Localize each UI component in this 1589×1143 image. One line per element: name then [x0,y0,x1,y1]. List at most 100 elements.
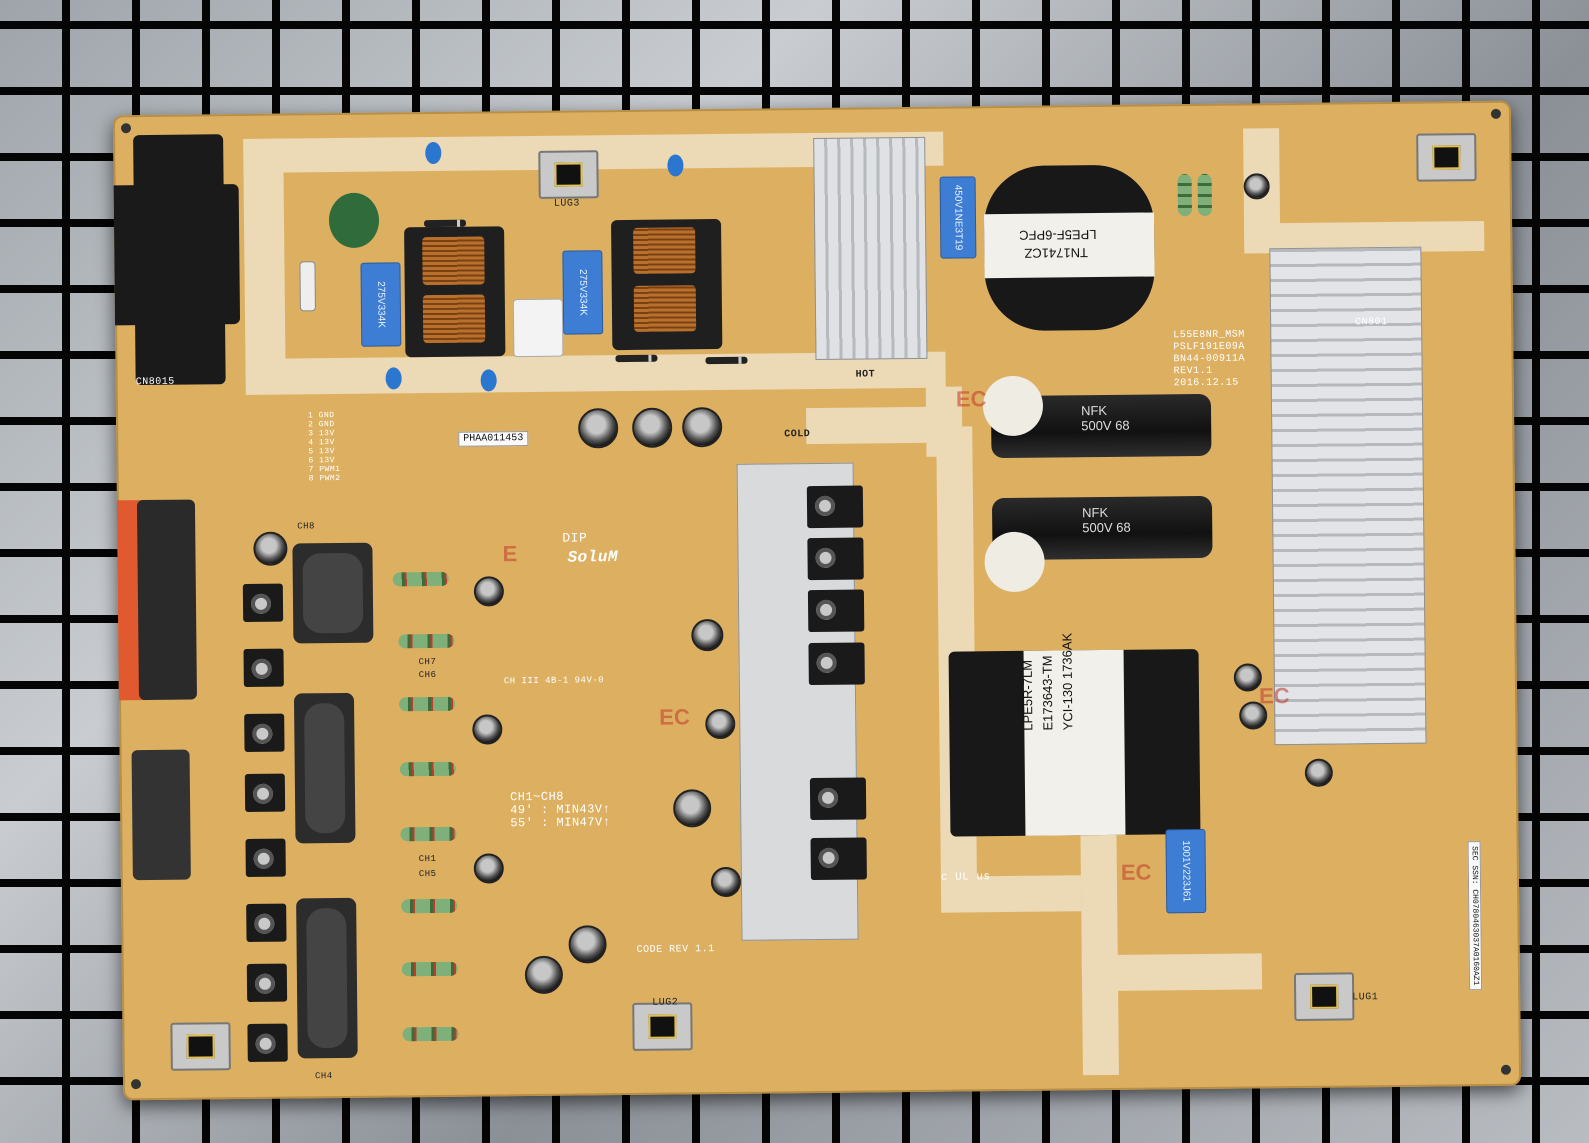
code-rev: CODE REV 1.1 [636,944,715,956]
pin-row: 7 PWM1 [308,464,341,475]
driver-mosfet [244,773,286,812]
channel-label: CH4 [314,1071,333,1082]
power-resistor [401,961,458,977]
channel-label: CH6 [418,669,437,681]
y-capacitor [425,141,442,165]
x-capacitor: 275V334K [360,262,402,347]
mounting-hole [130,1079,142,1090]
y-capacitor [480,369,497,392]
model-block: L55E8NR_MSM PSLF191E09A BN44-00911A REV1… [1173,330,1245,391]
thermistor-green [328,192,380,249]
lug-label: LUG1 [1352,992,1379,1004]
bulk-cap-text: NFK [1082,504,1109,521]
bulk-cap-text: 500V 68 [1081,417,1130,434]
channel-label: CH8 [297,521,315,532]
model-line: L55E8NR_MSM [1173,329,1245,342]
channel-label: CH7 [418,656,437,668]
pin-row: 5 13V [308,447,335,457]
electrolytic-capacitor [473,576,505,607]
lug-label: LUG3 [553,198,580,210]
brand-logo: SoluM [567,548,619,567]
model-line: PSLF191E09A [1173,341,1245,354]
ec-mark: EC [1258,683,1290,709]
lug-terminal [538,150,599,199]
electrolytic-capacitor [577,408,619,449]
common-mode-choke [404,226,506,358]
driver-mosfet [244,713,285,753]
electrolytic-capacitor [568,925,607,964]
electrolytic-capacitor [253,531,288,566]
pin-row: 1 GND [307,411,335,421]
lug-label: LUG2 [652,997,679,1009]
ec-mark: EC [955,386,987,412]
model-line: BN44-00911A [1173,353,1246,366]
llc-heatsink [1269,246,1427,746]
ec-mark: E [502,541,518,567]
film-capacitor-top: 450V1NE3T19 [939,176,977,259]
driver-mosfet [245,838,286,877]
isolation-trace-left [243,138,286,379]
pin-row: 2 GND [308,420,335,430]
llc-transformer: LPE5R-7LM E173643-TM YCI-130 1736AK [948,633,1201,837]
boost-inductor [292,542,374,644]
rectifier-mosfet [807,589,865,633]
channel-label: CH1 [418,854,437,865]
power-resistor [401,898,458,914]
electrolytic-capacitor [524,955,564,995]
cn-label: CN8015 [135,376,175,389]
isolation-trace-bottom2 [1080,814,1119,1076]
pfc-heatsink [813,136,928,361]
electrolytic-capacitor [472,714,503,745]
rectifier-mosfet [809,777,867,821]
pin-row: 8 PWM2 [308,473,341,484]
diode [423,219,467,228]
ch-note: CH1~CH8 49' : MIN43V↑ 55' : MIN47V↑ [510,790,611,831]
electrolytic-capacitor [1243,173,1270,200]
pin-row: 3 13V [308,429,335,439]
power-resistor [402,1026,459,1042]
electrolytic-capacitor [672,789,712,828]
lug-terminal [632,1002,693,1051]
power-resistor [399,761,456,777]
electrolytic-capacitor [473,853,504,884]
common-mode-choke [611,218,723,351]
llc-label-2: E173643-TM [1039,655,1056,731]
serial-sticker: SEC SSN: CH0780463037A0160AZ1 [1467,841,1483,991]
sticker-code: PHAA011453 [458,431,529,447]
electrolytic-capacitor [705,708,736,740]
hot-zone-label: HOT [855,369,876,381]
driver-mosfet [246,963,288,1002]
power-resistor [398,696,456,712]
power-resistor [392,571,449,587]
pfc-inductor-label-2: TN1741CZ [1024,245,1089,261]
boost-inductor [293,692,356,844]
cn801-label: CN801 [1355,317,1388,329]
pfc-inductor: LPE5F-6PFC TN1741CZ [983,164,1156,332]
ac-input-housing [133,134,226,386]
llc-label-1: LPE5R-7LM [1019,659,1036,731]
pin-row: 6 13V [308,456,336,466]
rectifier-mosfet [806,485,864,529]
led-output-connector-2 [131,749,191,881]
channel-label: CH5 [418,868,437,880]
relay-white [512,298,564,358]
driver-mosfet [243,648,284,688]
lug-terminal [170,1022,231,1071]
diode [615,354,658,363]
isolation-trace-cold [805,406,957,445]
ul-mark: c UL us [940,871,991,884]
ec-mark: EC [1120,859,1152,885]
power-supply-board: CN8015 275V334K 275V334K 450V1NE3T19 LUG… [112,100,1522,1101]
led-output-connector [136,499,198,701]
rectifier-mosfet [810,837,867,881]
driver-mosfet [246,903,287,942]
electrolytic-capacitor [691,618,724,652]
y-capacitor [385,367,402,390]
electrolytic-capacitor [1233,663,1262,692]
electrolytic-capacitor [710,866,742,898]
pin-row: 4 13V [308,438,335,448]
driver-mosfet [242,583,284,623]
mounting-hole [1490,108,1501,119]
